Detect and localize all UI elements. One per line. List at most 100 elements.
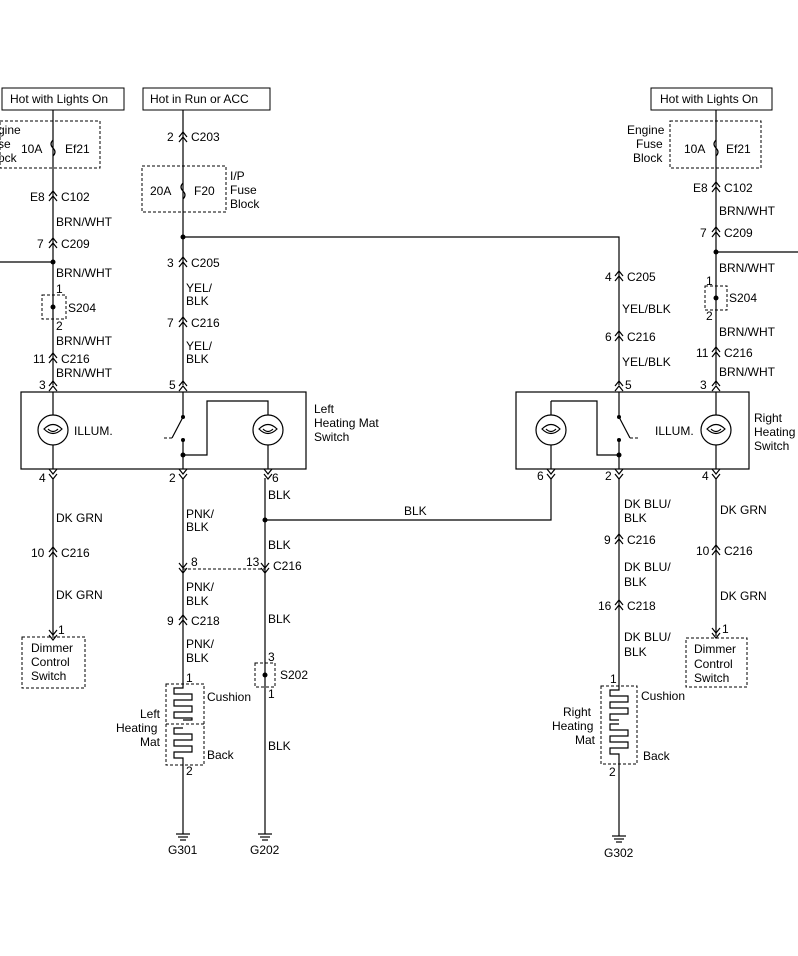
left-fuse-block-line2: se [0, 137, 11, 151]
right-mat-back-label: Back [643, 749, 671, 763]
right-c216-lower-pin: 9 [604, 533, 611, 547]
left-dimmer-control-switch [21, 636, 86, 689]
center-wire-yelblk-1b: BLK [186, 294, 209, 308]
left-s204-pin1: 1 [56, 282, 63, 296]
right-dimmer-pin: 1 [722, 622, 729, 636]
left-c218-pin: 9 [167, 614, 174, 628]
left-dimmer-line1: Dimmer [31, 641, 73, 655]
right-c102-pin: E8 [693, 181, 708, 195]
right-dimmer-line2: Control [694, 657, 733, 671]
right-c218-name: C218 [627, 599, 656, 613]
left-wire-blk-3: BLK [268, 612, 291, 626]
left-wire-dkgrn-2: DK GRN [56, 588, 103, 602]
cross-wire-to-right-switch [183, 236, 620, 385]
left-fuse-block-line3: ock [0, 151, 18, 165]
center-wire-pnkblk-2b: BLK [186, 594, 209, 608]
ground-g202: G202 [250, 843, 280, 857]
right-wire-dkgrn-1: DK GRN [720, 503, 767, 517]
left-wire-blk-2: BLK [268, 538, 291, 552]
center-c216-name: C216 [191, 316, 220, 330]
left-c216-pin: 11 [33, 352, 46, 366]
s202-pin-1: 1 [268, 687, 275, 701]
left-switch-pin-6: 6 [272, 471, 279, 485]
left-c216-name: C216 [61, 352, 90, 366]
left-mat-pin-1: 1 [186, 671, 193, 685]
left-fuse-id: Ef21 [65, 142, 90, 156]
left-fuse-rating: 10A [21, 142, 42, 156]
left-switch-name-2: Heating Mat [314, 416, 379, 430]
c203-name: C203 [191, 130, 220, 144]
c216-pin-13-name: C216 [273, 559, 302, 573]
right-s204-pin2: 2 [706, 309, 713, 323]
s202-box [254, 662, 276, 688]
power-label-center: Hot in Run or ACC [150, 92, 249, 106]
left-s204-label: S204 [68, 301, 96, 315]
right-switch-name-1: Right [754, 411, 783, 425]
right-mat-name-2: Heating [552, 719, 593, 733]
right-fuse-rating: 10A [684, 142, 705, 156]
left-c216-lower-name: C216 [61, 546, 90, 560]
left-wire-brnwht-2: BRN/WHT [56, 266, 113, 280]
left-mat-cushion-label: Cushion [207, 690, 251, 704]
left-mat-back-element [173, 727, 193, 765]
right-fuse-block [669, 120, 762, 169]
center-wire-pnkblk-1b: BLK [186, 520, 209, 534]
crossover-wire-blk: BLK [404, 504, 427, 518]
right-switch-name-3: Switch [754, 439, 789, 453]
right-mat-pin-2: 2 [609, 765, 616, 779]
left-switch-pin-5: 5 [169, 378, 176, 392]
left-dimmer-pin: 1 [58, 623, 65, 637]
c216-pin-8: 8 [191, 555, 198, 569]
left-switch-pin-2: 2 [169, 471, 176, 485]
right-dimmer-control-switch [685, 637, 748, 688]
right-switch-pin-3: 3 [700, 378, 707, 392]
power-label-center-box [142, 87, 271, 111]
right-wire-yelblk-2: YEL/BLK [622, 355, 671, 369]
center-fuse-rating: 20A [150, 184, 171, 198]
left-c209-name: C209 [61, 237, 90, 251]
right-switch-pin-6: 6 [537, 469, 544, 483]
right-mat-name-3: Mat [575, 733, 596, 747]
ground-g302: G302 [604, 846, 634, 860]
right-fuse-block-line1: Engine [627, 123, 665, 137]
right-s204-label: S204 [729, 291, 757, 305]
left-dimmer-line3: Switch [31, 669, 66, 683]
left-mat-name-2: Heating [116, 721, 157, 735]
left-c102-name: C102 [61, 190, 90, 204]
right-wire-dkgrn-2: DK GRN [720, 589, 767, 603]
left-switch-contact [171, 416, 184, 439]
right-illum-label: ILLUM. [655, 424, 694, 438]
left-mat-pin-2: 2 [186, 764, 193, 778]
left-mat-cushion-element [173, 684, 193, 721]
right-s204-pin1: 1 [706, 274, 713, 288]
right-switch-pin-2: 2 [605, 469, 612, 483]
s202-label: S202 [280, 668, 308, 682]
right-c216-far-name: C216 [724, 544, 753, 558]
right-wire-dkblu-2b: BLK [624, 575, 647, 589]
left-wire-dkgrn-1: DK GRN [56, 511, 103, 525]
center-wire-pnkblk-2a: PNK/ [186, 580, 215, 594]
right-c216-far-pin: 10 [696, 544, 710, 558]
left-c218-name: C218 [191, 614, 220, 628]
right-switch-pin-4: 4 [702, 469, 709, 483]
left-mat-name-1: Left [140, 707, 161, 721]
right-wire-dkblu-1b: BLK [624, 511, 647, 525]
left-wire-brnwht-1: BRN/WHT [56, 215, 113, 229]
blk-crossover-wire [265, 478, 552, 521]
right-wire-brnwht-4: BRN/WHT [719, 365, 776, 379]
left-c205-name: C205 [191, 256, 220, 270]
center-c216-pin: 7 [167, 316, 174, 330]
right-wire-brnwht-2: BRN/WHT [719, 261, 776, 275]
left-switch-pin-4: 4 [39, 471, 46, 485]
right-heating-mat [600, 685, 638, 765]
left-wire-blk-1: BLK [268, 488, 291, 502]
right-s204-box [704, 285, 728, 311]
right-fuse-symbol [713, 139, 719, 157]
center-fuse-symbol [180, 182, 186, 200]
left-wire-blk-4: BLK [268, 739, 291, 753]
right-c216-lower-name: C216 [627, 533, 656, 547]
left-s204-pin2: 2 [56, 319, 63, 333]
right-switch-pin-5: 5 [625, 378, 632, 392]
center-wire-pnkblk-1a: PNK/ [186, 507, 215, 521]
